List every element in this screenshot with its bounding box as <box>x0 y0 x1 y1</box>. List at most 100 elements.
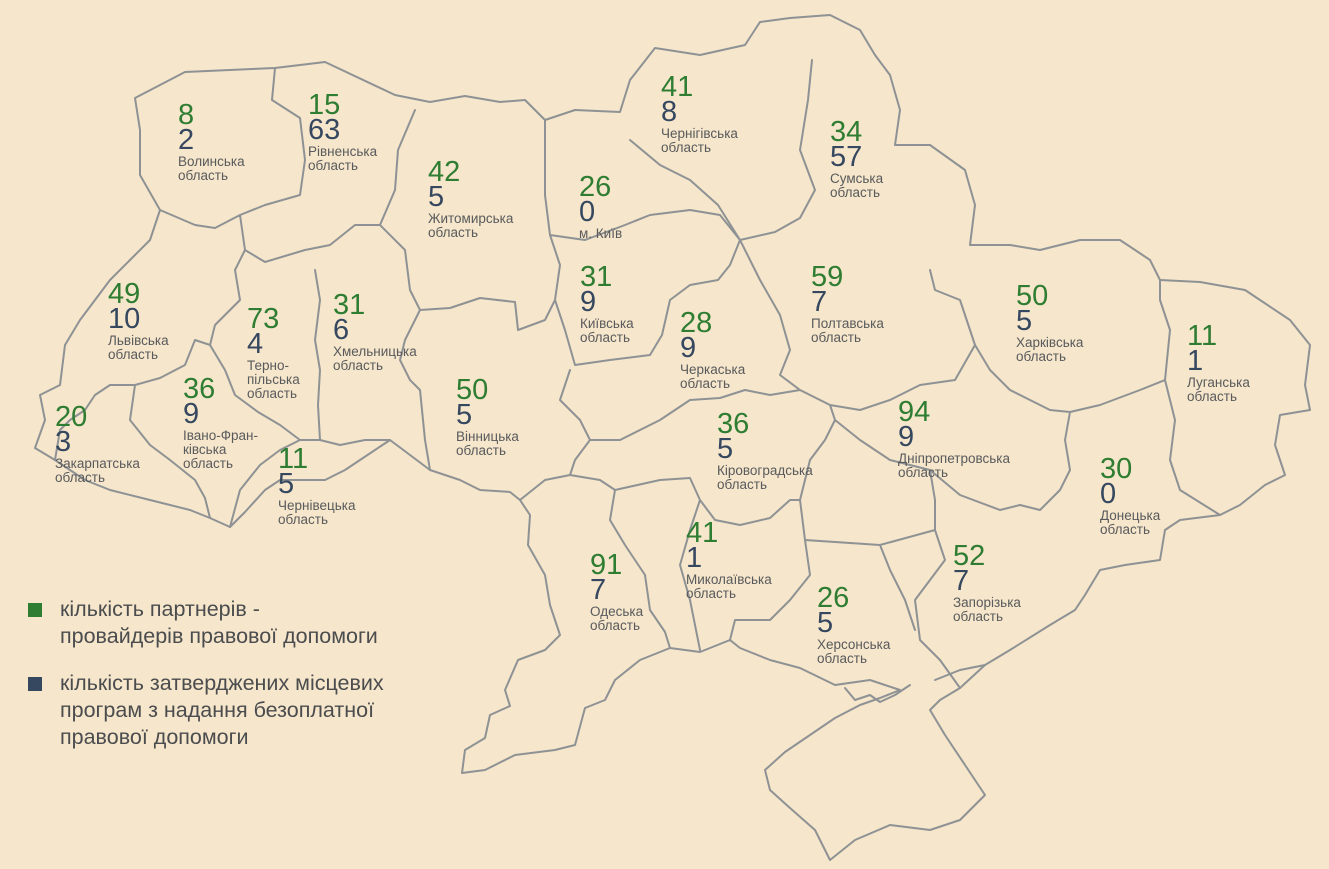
partners-count: 42 <box>428 156 461 188</box>
programs-count: 0 <box>579 196 596 228</box>
programs-count: 5 <box>717 433 734 465</box>
programs-count: 4 <box>247 328 264 360</box>
programs-count: 5 <box>428 181 445 213</box>
region-name: Львівська <box>108 333 169 348</box>
region-name: ківська <box>183 442 227 457</box>
region-name: область <box>680 376 730 391</box>
programs-count: 5 <box>817 607 834 639</box>
partners-count: 50 <box>1016 280 1049 312</box>
partners-count: 91 <box>590 549 623 581</box>
partners-count: 15 <box>308 89 341 121</box>
region-name: область <box>247 386 297 401</box>
programs-count: 1 <box>686 542 703 574</box>
programs-count: 5 <box>278 468 295 500</box>
region-name: область <box>830 185 880 200</box>
region-name: область <box>661 140 711 155</box>
region-name: Донецька <box>1100 508 1161 523</box>
region-name: Рівненська <box>308 144 378 159</box>
region-name: область <box>686 586 736 601</box>
programs-count: 0 <box>1100 478 1117 510</box>
region-name: область <box>898 465 948 480</box>
legend-line: кількість затверджених місцевих <box>60 671 384 695</box>
programs-count: 2 <box>178 124 195 156</box>
programs-count: 7 <box>590 574 607 606</box>
programs-count: 6 <box>333 314 350 346</box>
programs-count: 7 <box>953 565 970 597</box>
legend-row: кількість затверджених місцевих програм … <box>28 670 384 751</box>
region-name: Черкаська <box>680 362 746 377</box>
partners-count: 11 <box>1187 320 1218 352</box>
partners-count: 34 <box>830 116 863 148</box>
programs-count: 63 <box>308 114 341 146</box>
programs-count: 9 <box>580 286 597 318</box>
programs-count: 8 <box>661 96 678 128</box>
region-name: область <box>717 477 767 492</box>
region-name: Терно- <box>247 358 289 373</box>
programs-count: 9 <box>183 398 200 430</box>
region-name: Кіровоградська <box>717 463 813 478</box>
region-name: область <box>1016 349 1066 364</box>
region-name: область <box>308 158 358 173</box>
programs-count: 10 <box>108 303 141 335</box>
partners-count: 50 <box>456 374 489 406</box>
legend-item-programs: кількість затверджених місцевих програм … <box>28 670 384 751</box>
region-name: область <box>55 470 105 485</box>
programs-count: 57 <box>830 141 863 173</box>
region-name: Чернівецька <box>278 498 356 513</box>
region-name: область <box>108 347 158 362</box>
programs-count: 5 <box>456 399 473 431</box>
partners-count: 31 <box>580 261 613 293</box>
legend-item-partners: кількість партнерів - провайдерів правов… <box>28 596 378 650</box>
region-name: Київська <box>580 316 634 331</box>
region-name: м. Київ <box>579 226 623 241</box>
region-name: область <box>183 456 233 471</box>
region-name: область <box>811 330 861 345</box>
partners-count: 49 <box>108 278 141 310</box>
region-name: область <box>456 443 506 458</box>
legend-row: кількість партнерів - провайдерів правов… <box>28 596 378 650</box>
partners-count: 59 <box>811 261 844 293</box>
partners-count: 26 <box>817 582 850 614</box>
region-name: пільська <box>247 372 300 387</box>
region-name: Миколаївська <box>686 572 772 587</box>
region-name: Херсонська <box>817 637 891 652</box>
partners-count: 20 <box>55 401 88 433</box>
region-name: Волинська <box>178 154 245 169</box>
programs-count: 9 <box>680 332 697 364</box>
region-name: Харківська <box>1016 335 1084 350</box>
partners-count: 52 <box>953 540 986 572</box>
coast-detail <box>844 664 986 703</box>
legend-line: провайдерів правової допомоги <box>60 624 378 648</box>
region-name: область <box>333 358 383 373</box>
country-outline <box>34 14 1311 861</box>
partners-count: 41 <box>661 71 694 103</box>
programs-count: 7 <box>811 286 828 318</box>
region-name: Полтавська <box>811 316 884 331</box>
region-name: Сумська <box>830 171 884 186</box>
partners-count: 8 <box>178 99 195 131</box>
region-name: Запорізька <box>953 595 1021 610</box>
region-name: Одеська <box>590 604 644 619</box>
programs-count: 9 <box>898 421 915 453</box>
legend-line: кількість партнерів - <box>60 597 260 621</box>
partners-count: 30 <box>1100 453 1133 485</box>
